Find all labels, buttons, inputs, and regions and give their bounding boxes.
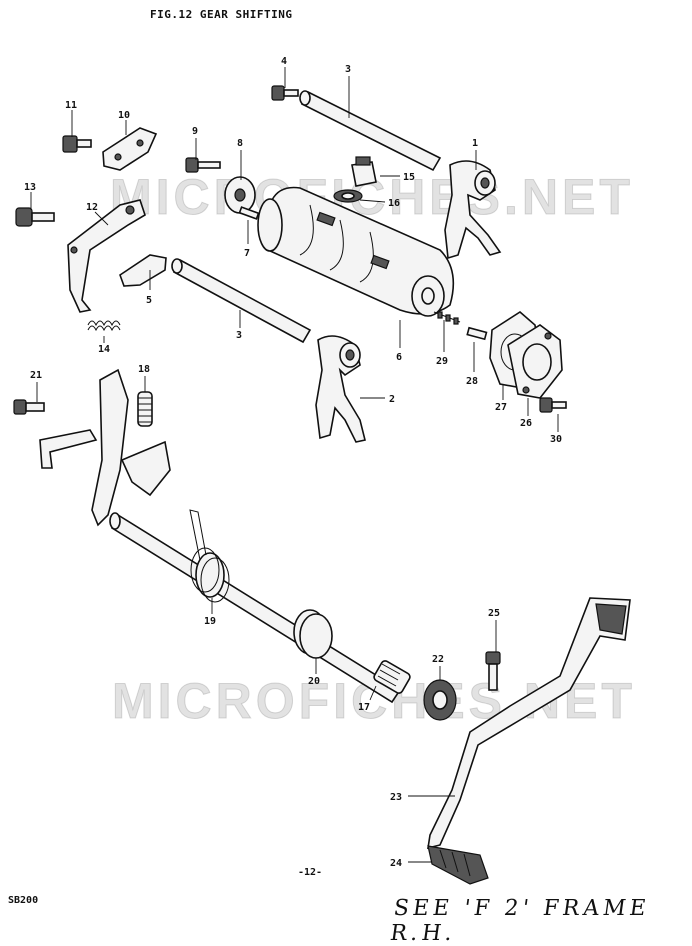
callout-6: 6 [396,352,402,363]
part-fork-2 [315,335,366,443]
callout-21: 21 [30,370,42,381]
callout-1: 1 [472,138,478,149]
part-shaft-upper [299,90,442,172]
callout-7: 7 [244,248,250,259]
handwritten-note: SEE 'F 2' FRAME R.H. [388,896,652,946]
callout-12: 12 [86,202,98,213]
callout-3-upper: 3 [345,64,351,75]
part-pin-21 [13,399,45,415]
part-bolt-30 [539,397,567,413]
part-washer-16 [333,189,363,203]
callout-13: 13 [24,182,36,193]
callout-25: 25 [488,608,500,619]
part-bolt-25 [485,651,501,691]
part-spline-17 [373,660,411,694]
callout-9: 9 [192,126,198,137]
part-washer-8 [224,176,256,214]
part-pin-7 [238,206,260,220]
callout-24: 24 [390,858,402,869]
callout-29: 29 [436,356,448,367]
part-bolt-9 [185,157,221,173]
model-code: SB200 [8,895,39,906]
part-fork-1 [444,160,502,260]
part-arm-12 [67,199,146,313]
callout-30: 30 [550,434,562,445]
callout-8: 8 [237,138,243,149]
callout-15: 15 [403,172,415,183]
part-pin-28 [466,326,488,341]
part-seal-22 [423,679,457,721]
part-pin-29 [433,311,461,325]
part-shift-drum-6 [257,186,455,317]
part-shaft-lower [171,258,312,344]
part-collar-20 [293,609,333,659]
callout-10: 10 [118,110,130,121]
part-bolt-4 [271,85,299,101]
part-plug-15 [351,156,377,187]
part-plate-10 [102,127,158,171]
part-gear-shift-lever-23 [427,597,631,850]
callout-20: 20 [308,676,320,687]
figure-title: FIG.12 GEAR SHIFTING [150,8,293,21]
part-spring-14 [87,320,121,332]
callout-23: 23 [390,792,402,803]
callout-28: 28 [466,376,478,387]
callout-18: 18 [138,364,150,375]
callout-26: 26 [520,418,532,429]
callout-leaders [30,67,559,863]
page-number: -12- [298,867,323,878]
part-spring-19 [189,509,230,603]
part-cover-26 [507,324,563,399]
part-bolt-13 [15,207,55,227]
part-stopper-5 [119,254,167,287]
callout-labels: 1 2 3 3 4 5 6 7 8 9 10 11 12 13 14 15 16… [24,56,562,869]
part-rubber-24 [427,845,489,885]
part-spring-18 [137,391,153,427]
part-shift-shaft-assembly [39,368,402,704]
callout-5: 5 [146,295,152,306]
callout-17: 17 [358,702,370,713]
callout-16: 16 [388,198,400,209]
part-bolt-11 [62,135,92,153]
callout-3-lower: 3 [236,330,242,341]
callout-27: 27 [495,402,507,413]
callout-19: 19 [204,616,216,627]
callout-14: 14 [98,344,110,355]
callout-2: 2 [389,394,395,405]
callout-22: 22 [432,654,444,665]
callout-11: 11 [65,100,77,111]
callout-4: 4 [281,56,287,67]
